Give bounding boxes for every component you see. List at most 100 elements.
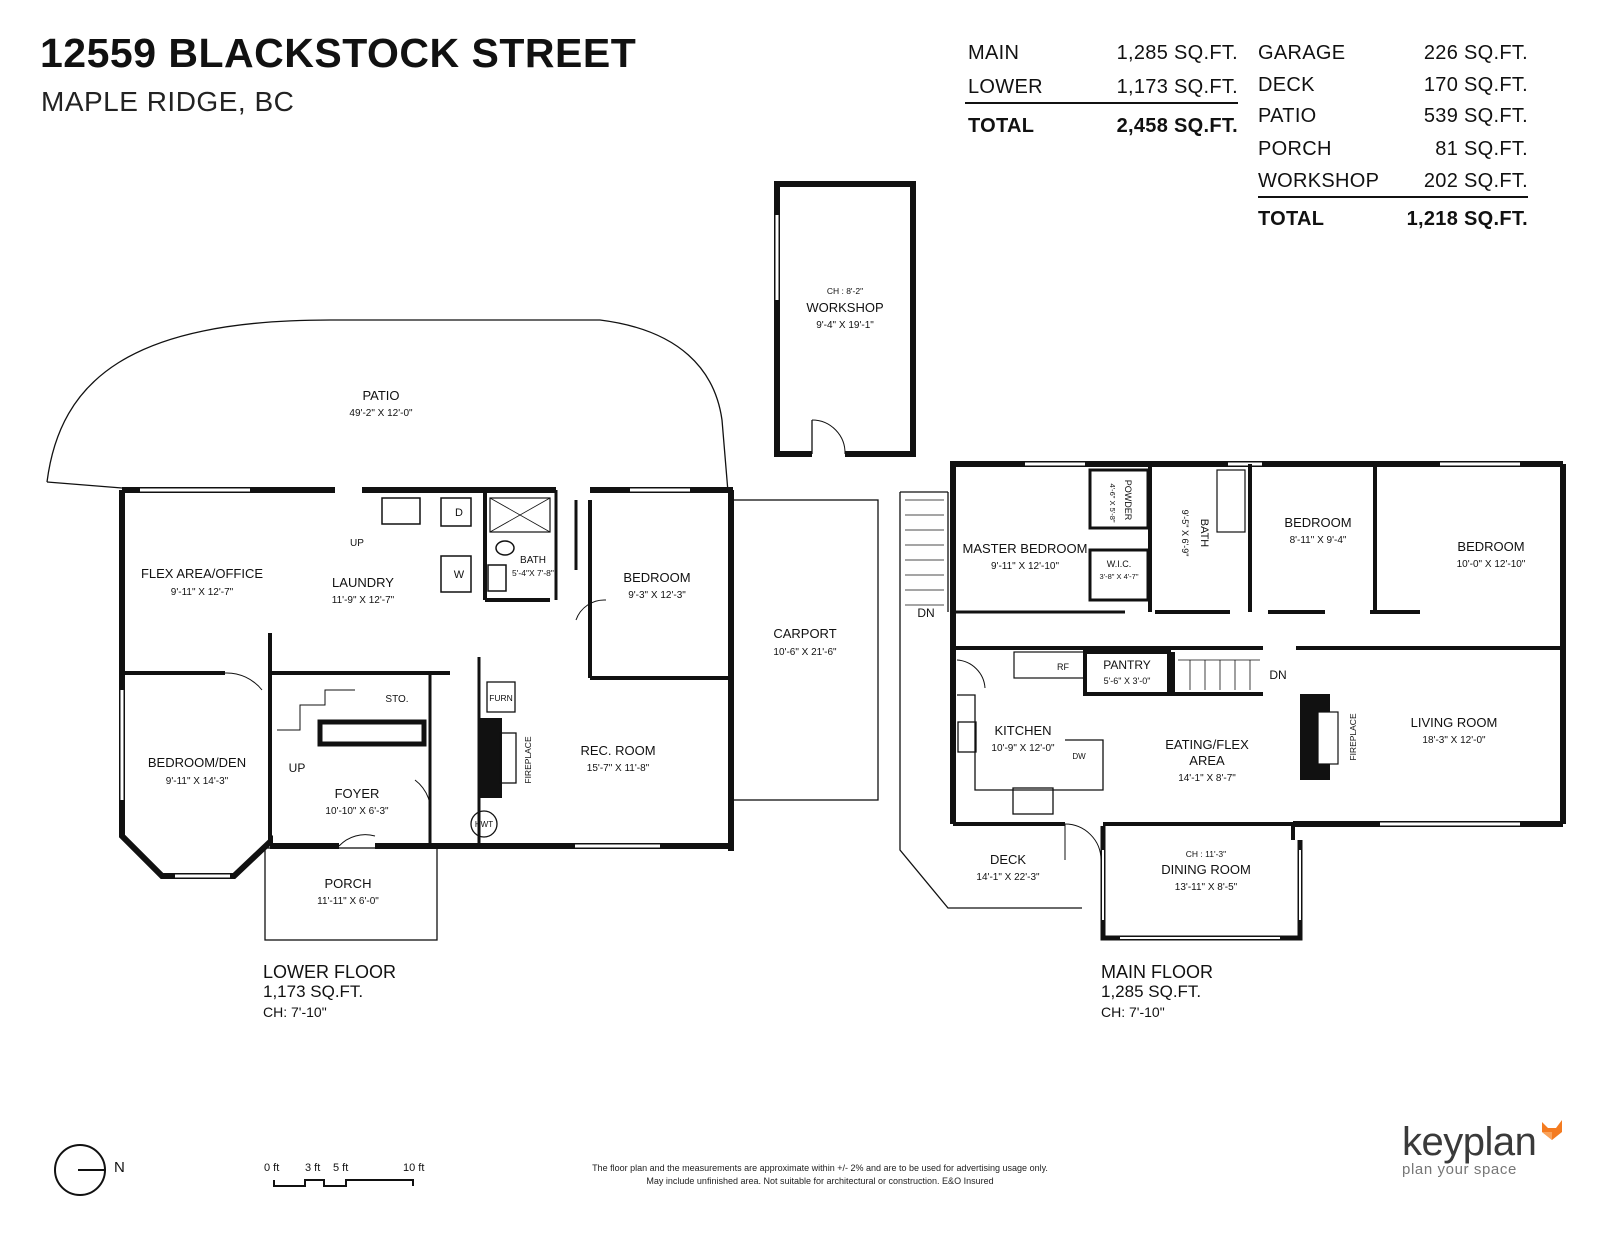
- fixture-washer: W: [454, 569, 465, 581]
- room-deck-dims: 14'-1" X 22'-3": [976, 872, 1040, 883]
- room-workshop: WORKSHOP: [806, 300, 883, 315]
- disclaimer-line: The floor plan and the measurements are …: [592, 1163, 1048, 1173]
- workshop-plan: [774, 181, 916, 458]
- brand-tagline: plan your space: [1402, 1161, 1517, 1178]
- room-powder: POWDER: [1123, 480, 1133, 521]
- room-bedroom-den: BEDROOM/DEN: [148, 755, 246, 770]
- summary-living: MAIN 1,285 SQ.FT. LOWER 1,173 SQ.FT. TOTAL…: [965, 42, 1238, 152]
- summary-value: 170 SQ.FT.: [1423, 74, 1528, 96]
- room-patio: PATIO: [362, 388, 399, 403]
- summary-total-label: TOTAL: [1258, 208, 1325, 230]
- main-floor-label: MAIN FLOOR 1,285 SQ.FT. CH: 7'-10": [1101, 962, 1213, 1022]
- fixture-dn: DN: [917, 606, 934, 620]
- summary-label: DECK: [1258, 74, 1315, 96]
- room-workshop-dims: 9'-4" X 19'-1": [816, 320, 874, 331]
- room-bath-lower-dims: 5'-4"X 7'-8": [512, 568, 554, 578]
- room-dining-dims: 13'-11" X 8'-5": [1175, 882, 1238, 893]
- disclaimer: The floor plan and the measurements are …: [470, 1162, 1170, 1188]
- fixture-fireplace: FIREPLACE: [1348, 713, 1358, 761]
- room-wic: W.I.C.: [1107, 559, 1132, 569]
- room-bedroom-lower-dims: 9'-3" X 12'-3": [628, 590, 686, 601]
- room-porch-dims: 11'-11" X 6'-0": [317, 896, 379, 907]
- compass-north-label: N: [114, 1159, 125, 1176]
- fixture-dryer: D: [455, 507, 463, 519]
- summary-value: 1,173 SQ.FT.: [1116, 76, 1238, 98]
- room-labels: PATIO 49'-2" X 12'-0" FLEX AREA/OFFICE 9…: [141, 286, 1526, 907]
- room-pantry: PANTRY: [1103, 658, 1151, 672]
- room-rec-dims: 15'-7" X 11'-8": [587, 763, 650, 774]
- room-foyer-dims: 10'-10" X 6'-3": [325, 806, 389, 817]
- summary-label: LOWER: [968, 76, 1043, 98]
- room-dining: DINING ROOM: [1161, 862, 1251, 877]
- room-bedroom-den-dims: 9'-11" X 14'-3": [166, 776, 229, 787]
- summary-label: PATIO: [1258, 105, 1317, 127]
- carport-outline: [732, 499, 879, 801]
- room-living: LIVING ROOM: [1411, 715, 1498, 730]
- summary-value: 81 SQ.FT.: [1435, 138, 1528, 160]
- fixture-hwt: HWT: [475, 820, 493, 829]
- room-powder-dims: 4'-6" X 5'-8": [1108, 483, 1117, 522]
- room-patio-dims: 49'-2" X 12'-0": [349, 408, 413, 419]
- summary-value: 202 SQ.FT.: [1423, 170, 1528, 192]
- fixture-dishwasher: DW: [1072, 752, 1086, 761]
- summary-rule: [1258, 196, 1528, 198]
- scale-bar: [273, 1179, 414, 1187]
- room-foyer: FOYER: [335, 786, 380, 801]
- summary-label: WORKSHOP: [1258, 170, 1380, 192]
- north-compass-icon: [54, 1144, 106, 1196]
- workshop-ch: CH : 8'-2": [827, 286, 863, 296]
- summary-label: MAIN: [968, 42, 1020, 64]
- scale-label: 3 ft: [305, 1162, 321, 1174]
- fixture-storage: STO.: [385, 694, 408, 705]
- room-living-dims: 18'-3" X 12'-0": [1422, 735, 1486, 746]
- room-bedroom-3-dims: 10'-0" X 12'-10": [1457, 559, 1526, 570]
- page-title: 12559 BLACKSTOCK STREET: [40, 30, 637, 76]
- lower-floor-plan: [46, 319, 734, 941]
- fixture-up: UP: [289, 761, 306, 775]
- lower-floor-area: 1,173 SQ.FT.: [263, 982, 364, 1001]
- summary-label: PORCH: [1258, 138, 1332, 160]
- fox-logo-icon: [1542, 1120, 1562, 1140]
- main-floor-area: 1,285 SQ.FT.: [1101, 982, 1202, 1001]
- room-bedroom-2-dims: 8'-11" X 9'-4": [1290, 535, 1347, 546]
- fixture-fridge: RF: [1057, 662, 1069, 672]
- brand-logo: keyplan plan your space: [1402, 1120, 1562, 1178]
- scale-label: 5 ft: [333, 1162, 349, 1174]
- room-porch: PORCH: [325, 876, 372, 891]
- room-deck: DECK: [990, 852, 1026, 867]
- room-bath-lower: BATH: [520, 555, 546, 566]
- room-pantry-dims: 5'-6" X 3'-0": [1104, 676, 1151, 686]
- lower-floor-ceiling: CH: 7'-10": [263, 1004, 327, 1020]
- lower-floor-label: LOWER FLOOR 1,173 SQ.FT. CH: 7'-10": [263, 962, 396, 1022]
- summary-other: GARAGE 226 SQ.FT. DECK 170 SQ.FT. PATIO 539…: [1258, 42, 1528, 242]
- room-bedroom-lower: BEDROOM: [623, 570, 690, 585]
- summary-value: 226 SQ.FT.: [1423, 42, 1528, 64]
- scale-label: 0 ft: [264, 1162, 280, 1174]
- patio-edge: [46, 481, 123, 489]
- room-master-dims: 9'-11" X 12'-10": [991, 561, 1059, 572]
- main-floor-ceiling: CH: 7'-10": [1101, 1004, 1165, 1020]
- room-rec: REC. ROOM: [580, 743, 655, 758]
- room-flex: FLEX AREA/OFFICE: [141, 566, 263, 581]
- room-wic-dims: 3'-8" X 4'-7": [1099, 572, 1138, 581]
- summary-value: 539 SQ.FT.: [1423, 105, 1528, 127]
- room-bedroom-3: BEDROOM: [1457, 539, 1524, 554]
- lower-outer-wall-west: [119, 490, 273, 879]
- summary-total-label: TOTAL: [968, 115, 1035, 137]
- fixture-up: UP: [350, 538, 364, 549]
- room-laundry-dims: 11'-9" X 12'-7": [332, 595, 395, 606]
- dining-ch: CH : 11'-3": [1186, 849, 1226, 859]
- page-subtitle: MAPLE RIDGE, BC: [41, 86, 295, 117]
- disclaimer-line: May include unfinished area. Not suitabl…: [646, 1176, 994, 1186]
- summary-value: 1,285 SQ.FT.: [1116, 42, 1238, 64]
- summary-label: GARAGE: [1258, 42, 1346, 64]
- room-bath-main: BATH: [1198, 519, 1210, 548]
- lower-floor-name: LOWER FLOOR: [263, 962, 397, 982]
- room-laundry: LAUNDRY: [332, 575, 394, 590]
- brand-name: keyplan: [1402, 1120, 1537, 1164]
- fixture-furnace: FURN: [489, 693, 513, 703]
- scale-label: 10 ft: [403, 1162, 425, 1174]
- room-carport: CARPORT: [773, 626, 836, 641]
- room-kitchen-dims: 10'-9" X 12'-0": [991, 743, 1055, 754]
